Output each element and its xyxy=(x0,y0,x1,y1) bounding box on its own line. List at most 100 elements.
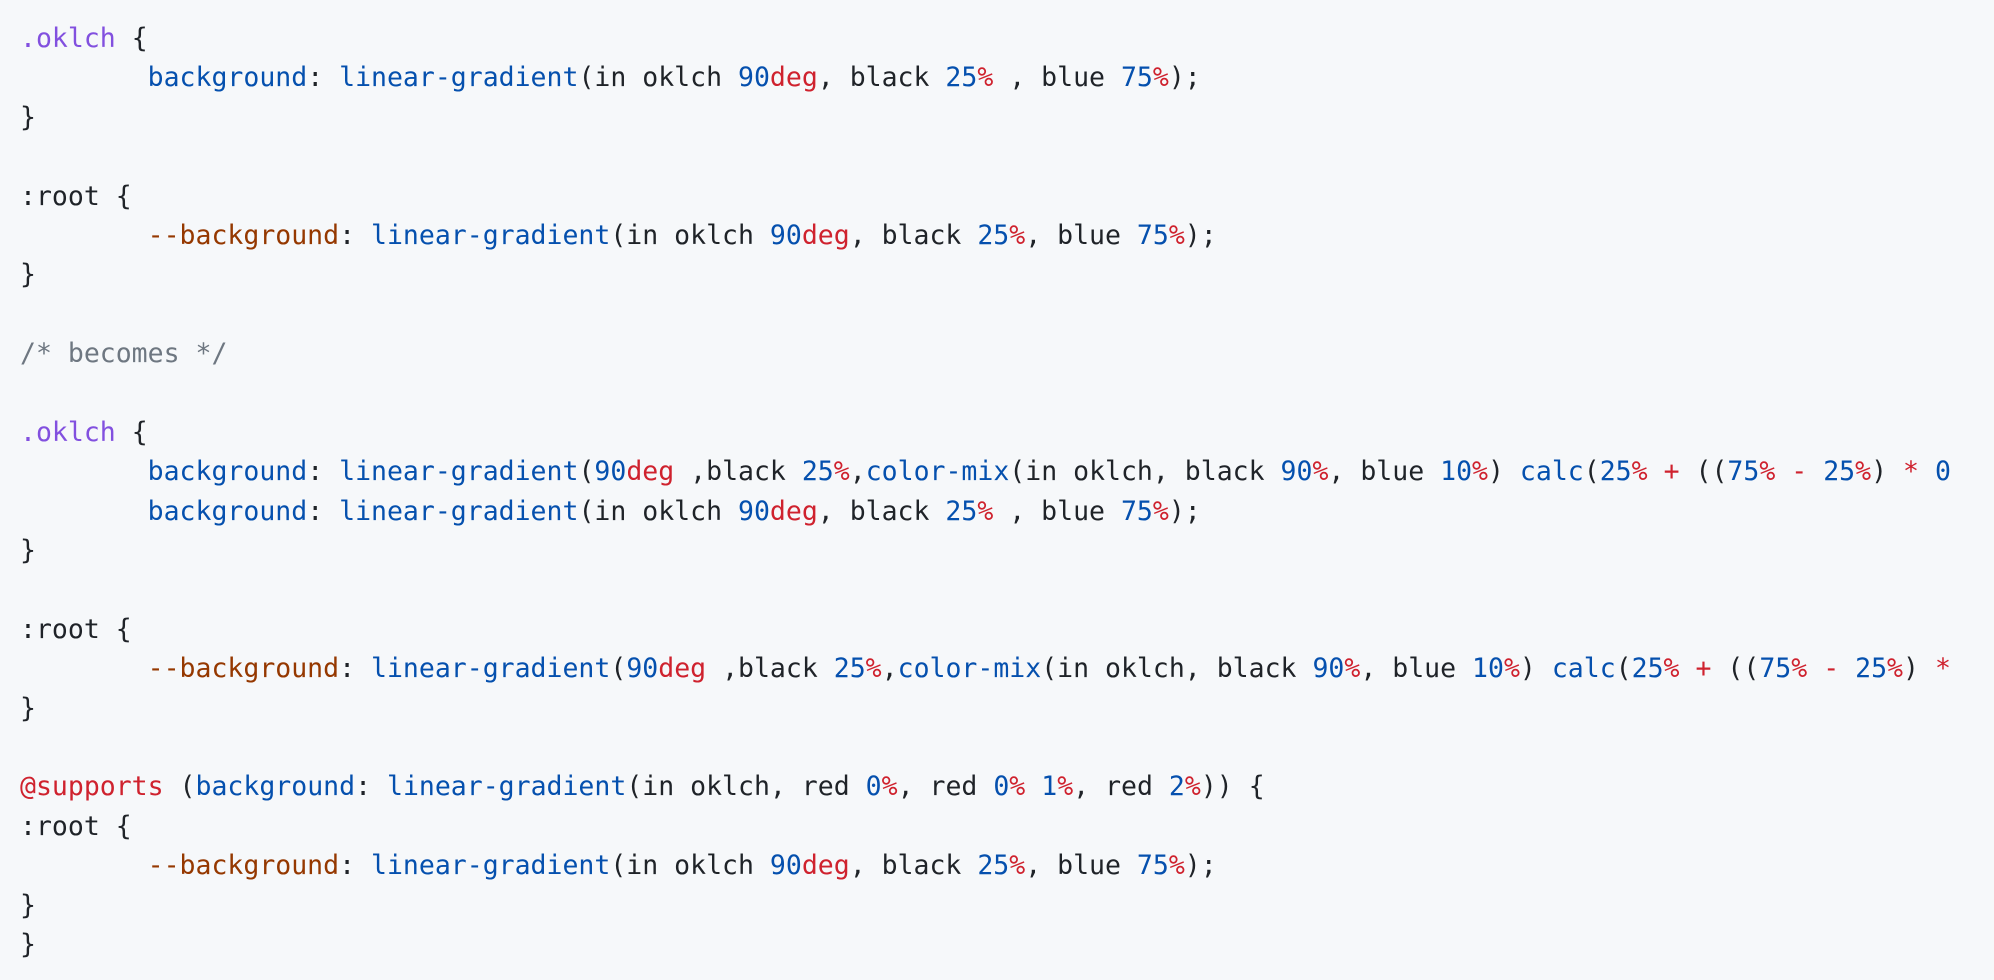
number-token: 0 xyxy=(865,771,882,803)
unit-token: % xyxy=(1009,771,1026,803)
text-token: (in oklch xyxy=(610,219,770,251)
text-token: :root { xyxy=(20,613,132,645)
unit-token: % xyxy=(1057,771,1074,803)
text-token: , xyxy=(881,653,898,685)
at-rule-token: @supports xyxy=(20,771,164,803)
number-token: 75 xyxy=(1759,653,1792,685)
text-token: )) { xyxy=(1200,771,1265,803)
selector-token: .oklch xyxy=(20,23,116,54)
function-token: calc xyxy=(1551,653,1616,685)
number-token: 90 xyxy=(594,456,627,488)
code-line: } xyxy=(20,98,1994,137)
number-token: 75 xyxy=(1120,62,1153,94)
text-token xyxy=(1839,653,1855,684)
number-token: 25 xyxy=(1631,653,1664,685)
unit-token: % xyxy=(977,495,994,527)
unit-token: deg xyxy=(769,62,818,94)
text-token: : xyxy=(339,653,372,685)
function-token: linear-gradient xyxy=(339,62,579,94)
operator-token: - xyxy=(1791,456,1808,488)
code-line xyxy=(20,137,1994,176)
text-token: , red xyxy=(1073,771,1169,803)
number-token: 25 xyxy=(977,219,1010,251)
operator-token: * xyxy=(1934,653,1951,685)
code-line: background: linear-gradient(in oklch 90d… xyxy=(20,58,1994,97)
text-token: } xyxy=(20,692,36,724)
code-line: } xyxy=(20,531,1994,570)
operator-token: + xyxy=(1695,653,1712,685)
text-token: ,black xyxy=(674,456,802,488)
unit-token: % xyxy=(1009,219,1026,251)
text-token: , black xyxy=(849,850,978,882)
property-token: background xyxy=(147,495,308,527)
text-token: : xyxy=(307,456,340,488)
text-token: , blue xyxy=(1328,456,1441,488)
unit-token: % xyxy=(1009,850,1026,882)
number-token: 25 xyxy=(1855,653,1888,685)
function-token: linear-gradient xyxy=(371,219,611,251)
unit-token: % xyxy=(1168,219,1185,251)
unit-token: deg xyxy=(801,850,850,882)
text-token: ); xyxy=(1168,495,1201,527)
function-token: linear-gradient xyxy=(371,653,611,685)
code-line xyxy=(20,374,1994,413)
function-token: linear-gradient xyxy=(386,771,627,803)
number-token: 90 xyxy=(737,495,770,527)
function-token: color-mix xyxy=(865,456,1010,488)
text-token: ) xyxy=(1488,456,1520,488)
text-token xyxy=(20,496,148,527)
text-token: , blue xyxy=(993,495,1121,527)
text-token: ( xyxy=(578,456,595,488)
text-token: , blue xyxy=(993,62,1121,94)
property-token: background xyxy=(147,456,308,488)
code-line: @supports (background: linear-gradient(i… xyxy=(20,767,1994,806)
function-token: linear-gradient xyxy=(339,456,579,488)
text-token: (in oklch, black xyxy=(1041,653,1313,685)
code-line: --background: linear-gradient(in oklch 9… xyxy=(20,846,1994,885)
number-token: 75 xyxy=(1727,456,1760,488)
number-token: 90 xyxy=(769,850,802,882)
number-token: 90 xyxy=(737,62,770,94)
text-token: { xyxy=(115,23,148,54)
comment-token: /* becomes */ xyxy=(20,338,228,370)
unit-token: deg xyxy=(801,219,850,251)
text-token xyxy=(1680,653,1696,684)
number-token: 25 xyxy=(945,62,978,94)
unit-token: % xyxy=(1855,456,1872,488)
unit-token: % xyxy=(1344,653,1361,685)
code-line: :root { xyxy=(20,807,1994,846)
selector-token: .oklch xyxy=(20,416,116,448)
text-token: } xyxy=(20,889,36,921)
text-token: : xyxy=(339,219,372,251)
text-token xyxy=(1775,456,1791,487)
unit-token: % xyxy=(1152,495,1169,527)
text-token: :root { xyxy=(20,180,132,212)
text-token xyxy=(1648,456,1664,487)
function-token: calc xyxy=(1519,456,1584,488)
text-token: (in oklch xyxy=(578,495,738,527)
text-token: } xyxy=(20,259,36,291)
number-token: 75 xyxy=(1136,219,1169,251)
text-token xyxy=(1807,653,1823,684)
unit-token: % xyxy=(881,771,898,803)
number-token: 25 xyxy=(801,456,834,488)
text-token: ) xyxy=(1519,653,1552,685)
text-token: ,black xyxy=(706,653,834,685)
text-token: , black xyxy=(817,62,946,94)
text-token xyxy=(20,62,148,93)
code-line: .oklch { xyxy=(20,413,1994,452)
code-line: /* becomes */ xyxy=(20,334,1994,373)
text-token: ); xyxy=(1184,850,1217,882)
text-token xyxy=(20,456,148,487)
text-token: : xyxy=(339,850,372,882)
number-token: 25 xyxy=(1823,456,1856,488)
unit-token: % xyxy=(1472,456,1488,488)
number-token: 25 xyxy=(977,850,1010,882)
unit-token: % xyxy=(1184,771,1201,803)
text-token: ( xyxy=(610,653,627,685)
number-token: 75 xyxy=(1136,850,1169,882)
unit-token: % xyxy=(977,62,994,94)
code-line xyxy=(20,295,1994,334)
unit-token: % xyxy=(1152,62,1169,94)
text-token: (( xyxy=(1711,653,1760,685)
